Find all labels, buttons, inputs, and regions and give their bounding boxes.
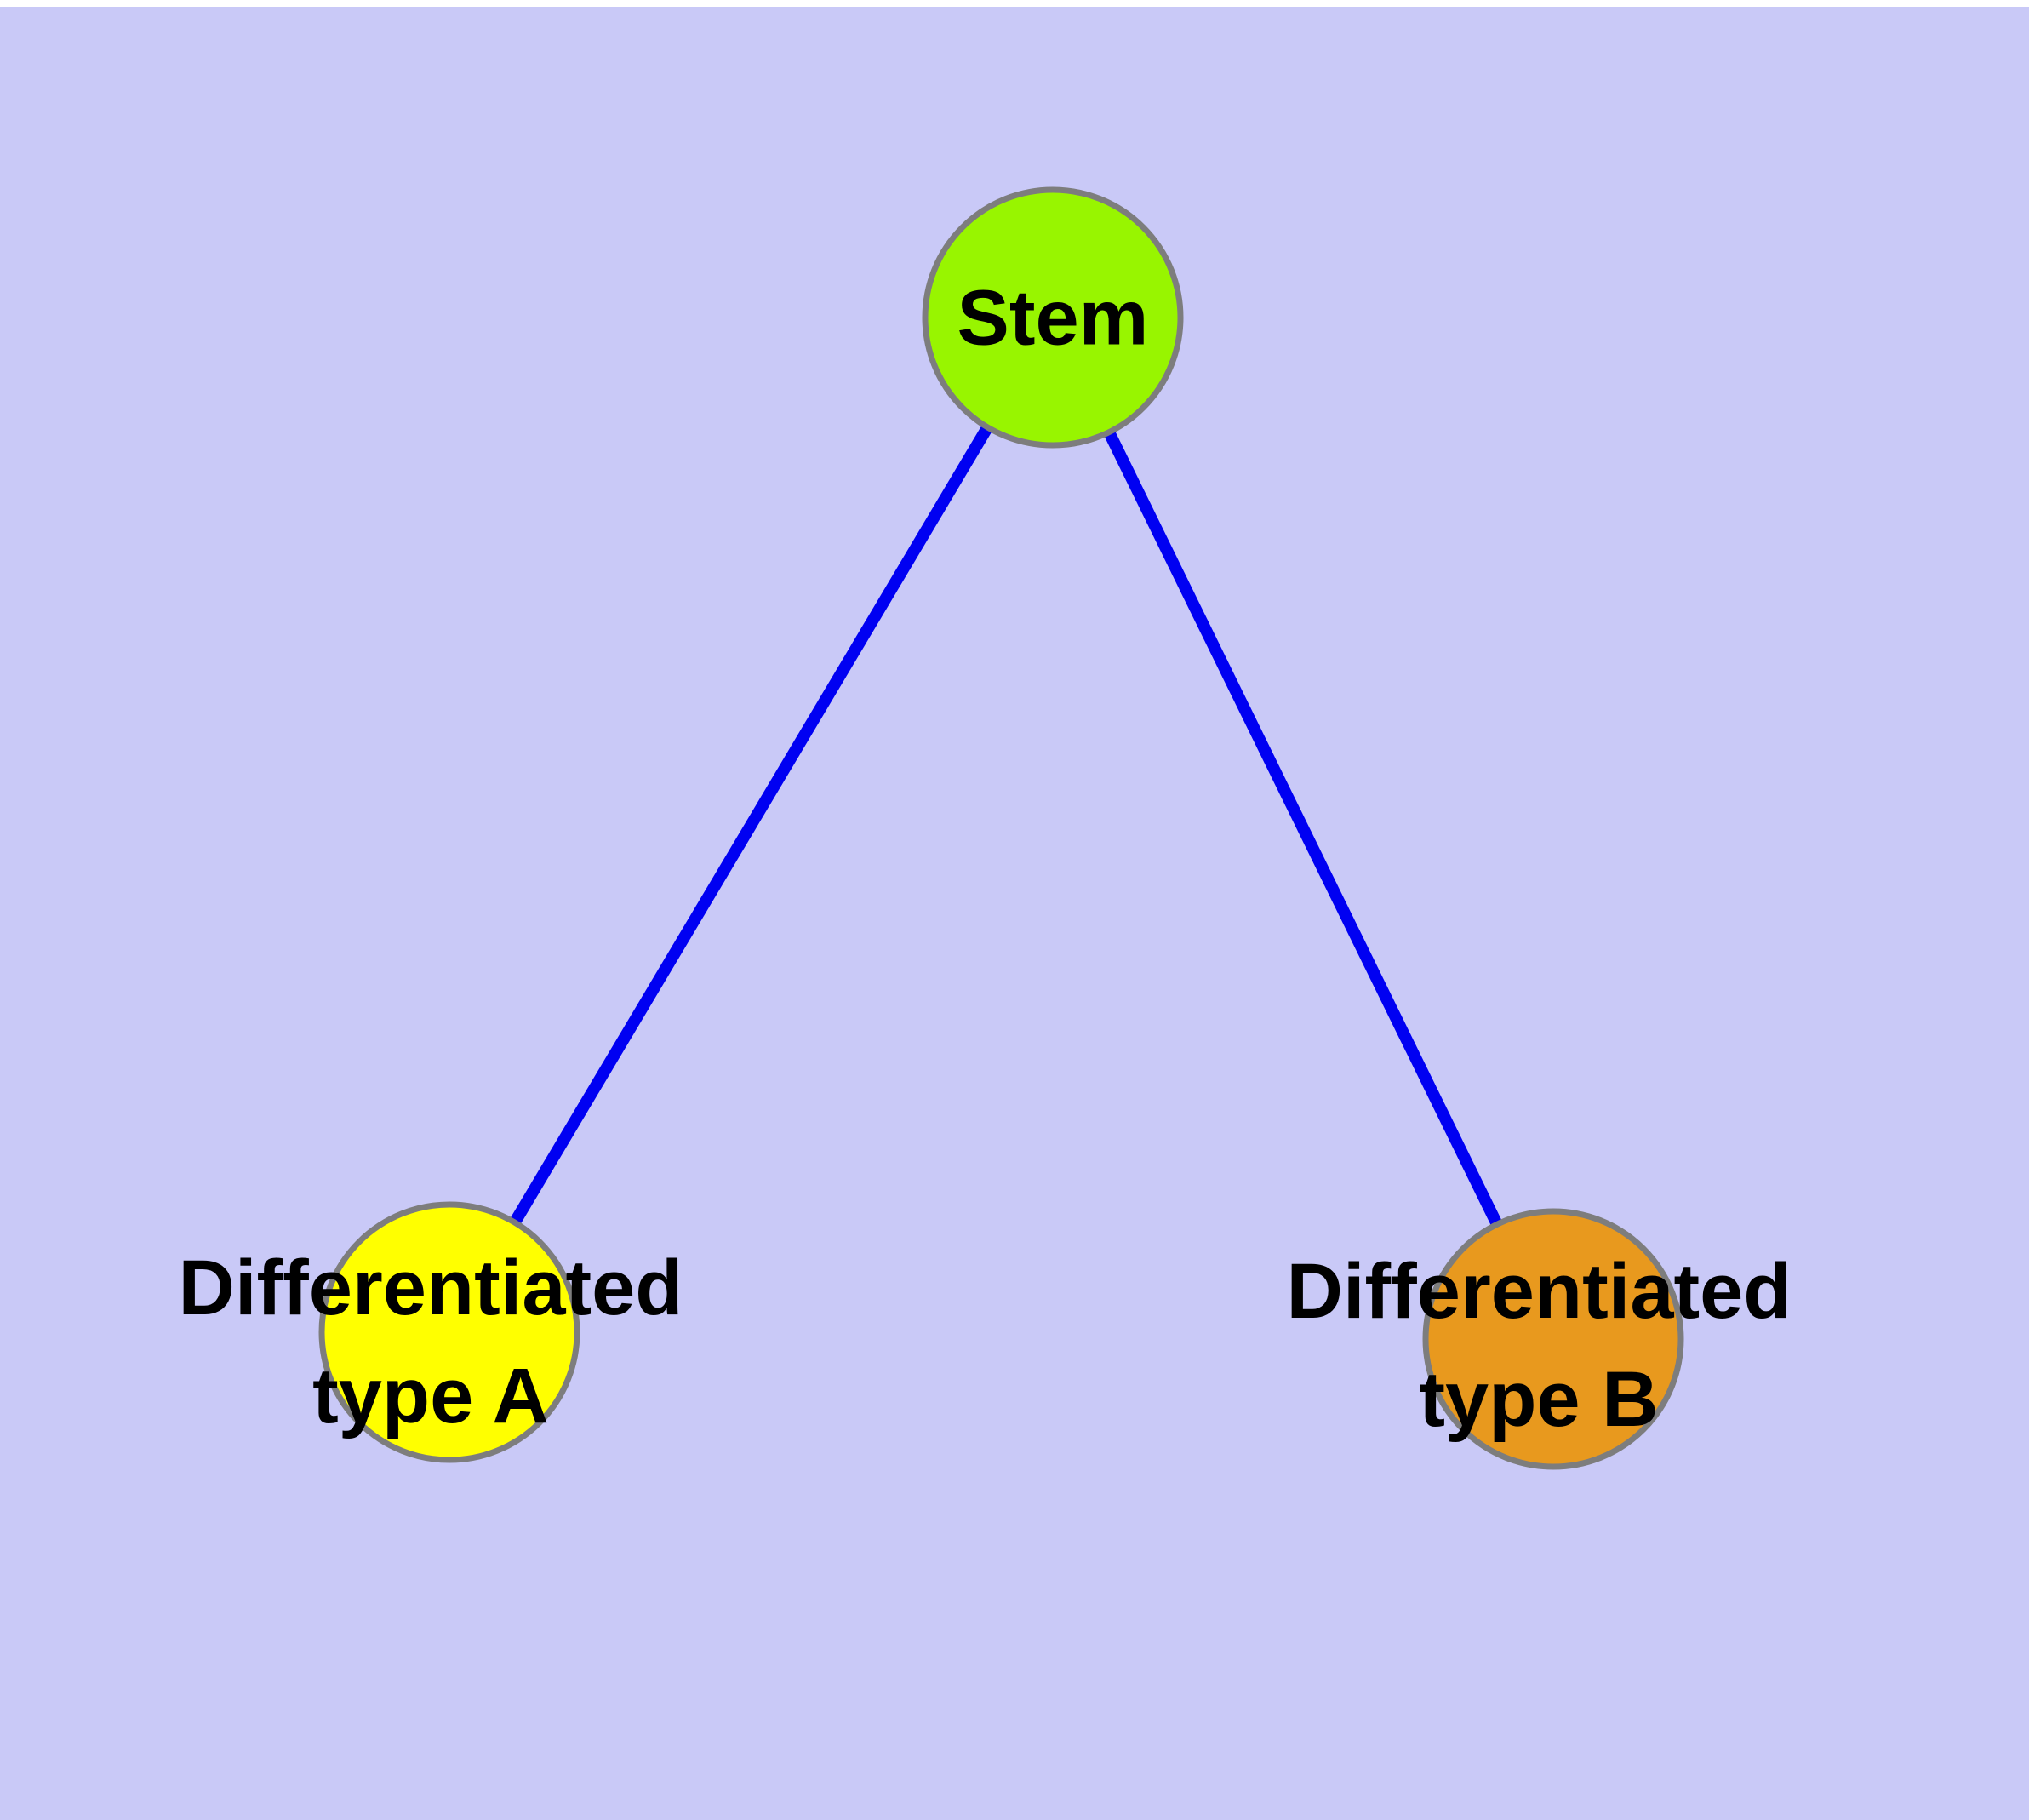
node-type-a-label-line-2: type A: [312, 1353, 549, 1439]
edge-stem-to-type-b: [1047, 314, 1559, 1342]
node-type-a-label: Differentiated type A: [179, 1234, 683, 1451]
node-type-b-label: Differentiated type B: [1287, 1238, 1792, 1454]
node-stem-label-line: Stem: [957, 274, 1149, 362]
node-type-a-label-line-1: Differentiated: [178, 1245, 683, 1331]
node-stem-label: Stem: [957, 265, 1149, 373]
node-differentiated-type-a: [318, 1201, 580, 1463]
node-differentiated-type-b: [1422, 1208, 1684, 1470]
edge-stem-to-type-a: [443, 314, 1059, 1336]
node-type-b-label-line-2: type B: [1419, 1356, 1659, 1443]
node-stem: [922, 186, 1184, 449]
node-type-b-label-line-1: Differentiated: [1286, 1248, 1792, 1335]
